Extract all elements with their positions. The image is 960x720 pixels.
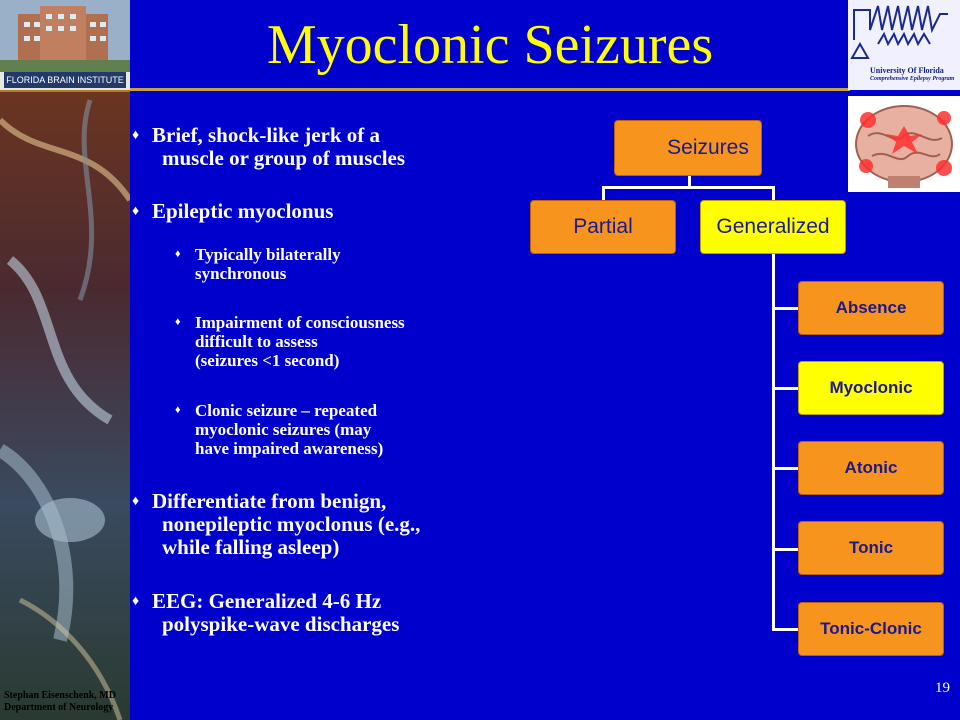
connector-tonic-clonic (772, 628, 798, 631)
building-icon (0, 0, 130, 72)
brain-institute-caption: FLORIDA BRAIN INSTITUTE (4, 72, 126, 88)
bullet-text: polyspike-wave discharges (162, 612, 400, 636)
uf-program: Comprehensive Epilepsy Program (870, 76, 955, 82)
brain-scan-image (848, 96, 960, 192)
bullet-marker: ♦ (175, 316, 181, 328)
bullet-marker: ♦ (132, 204, 140, 219)
bullet-text: muscle or group of muscles (162, 146, 406, 170)
bullet-text: Brief, shock-like jerk of a (152, 123, 381, 147)
subbullet-clonic: ♦ Clonic seizure – repeated myoclonic se… (175, 401, 525, 458)
bullet-marker: ♦ (175, 248, 181, 260)
bullet-text: (seizures <1 second) (195, 351, 340, 370)
left-decorative-panel (0, 0, 130, 720)
bullet-marker: ♦ (132, 594, 140, 609)
bullet-brief-jerk: ♦ Brief, shock-like jerk of a muscle or … (132, 123, 532, 170)
connector-atonic (772, 467, 798, 470)
bullet-marker: ♦ (132, 128, 140, 143)
connector-root (688, 174, 691, 188)
bullet-eeg: ♦ EEG: Generalized 4-6 Hz polyspike-wave… (132, 589, 532, 636)
bullet-text: while falling asleep) (162, 535, 340, 559)
connector-split (602, 186, 774, 189)
page-number: 19 (935, 680, 950, 696)
bullet-text: Differentiate from benign, (152, 489, 387, 513)
bullet-differentiate: ♦ Differentiate from benign, nonepilepti… (132, 489, 532, 559)
node-atonic: Atonic (798, 441, 944, 495)
brain-institute-logo (0, 0, 130, 92)
author-dept: Department of Neurology (4, 702, 114, 713)
connector-absence (772, 307, 798, 310)
connector-generalized (772, 186, 775, 202)
subbullet-consciousness: ♦ Impairment of consciousness difficult … (175, 313, 525, 370)
neuron-artwork (0, 0, 130, 720)
bullet-text: nonepileptic myoclonus (e.g., (162, 512, 421, 536)
bullet-text: myoclonic seizures (may (195, 420, 372, 439)
bullet-epileptic-myoclonus: ♦ Epileptic myoclonus (132, 199, 532, 223)
connector-tonic (772, 548, 798, 551)
node-partial: Partial (530, 200, 676, 254)
node-myoclonic: Myoclonic (798, 361, 944, 415)
title-divider (130, 88, 850, 91)
subbullet-bilateral: ♦ Typically bilaterally synchronous (175, 245, 525, 283)
node-seizures: Seizures (614, 120, 762, 176)
bullet-text: EEG: Generalized 4-6 Hz (152, 589, 382, 613)
bullet-text: have impaired awareness) (195, 439, 384, 458)
uf-logo-caption: University Of Florida Comprehensive Epil… (870, 66, 958, 84)
bullet-text: Clonic seizure – repeated (195, 401, 378, 420)
author-name: Stephan Eisenschenk, MD (4, 690, 116, 701)
bullet-text: Typically bilaterally (195, 245, 341, 264)
connector-myoclonic (772, 387, 798, 390)
brain-icon (848, 96, 960, 192)
bullet-text: synchronous (195, 264, 287, 283)
uf-epilepsy-logo (848, 0, 960, 90)
node-tonic: Tonic (798, 521, 944, 575)
page-title: Myoclonic Seizures (266, 14, 714, 76)
bullet-marker: ♦ (132, 494, 140, 509)
bullet-text: Impairment of consciousness (195, 313, 405, 332)
connector-partial (602, 186, 605, 202)
node-tonic-clonic: Tonic-Clonic (798, 602, 944, 656)
eeg-waveform-icon (850, 5, 948, 59)
connector-generalized-trunk (772, 254, 775, 630)
node-generalized: Generalized (700, 200, 846, 254)
node-absence: Absence (798, 281, 944, 335)
author-credit: Stephan Eisenschenk, MD Department of Ne… (4, 690, 132, 714)
uf-name: University Of Florida (870, 66, 944, 75)
bullet-text: difficult to assess (195, 332, 318, 351)
bullet-marker: ♦ (175, 404, 181, 416)
bullet-text: Epileptic myoclonus (152, 199, 334, 223)
